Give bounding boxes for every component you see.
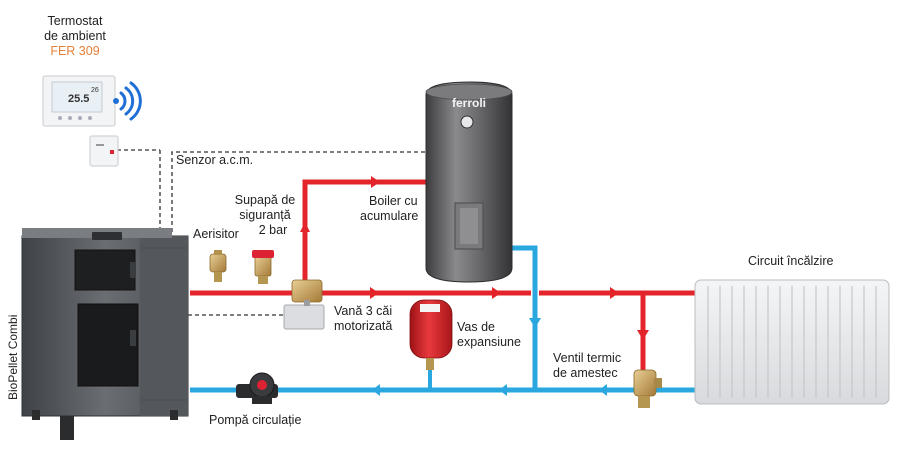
thermal-valve-label-line2: de amestec bbox=[553, 366, 618, 380]
sensor-acm-label: Senzor a.c.m. bbox=[176, 153, 254, 167]
safety-valve-label: Supapă de siguranță 2 bar bbox=[232, 193, 298, 238]
thermostat-receiver bbox=[89, 135, 119, 167]
radiator bbox=[694, 279, 890, 405]
safety-valve-label-line1: Supapă de bbox=[234, 193, 296, 207]
safety-valve-label-line3: 2 bar bbox=[258, 223, 288, 237]
boiler-label-line1: Boiler cu bbox=[369, 194, 418, 208]
thermal-valve-label-line1: Ventil termic bbox=[553, 351, 622, 365]
thermostatic-mixing-valve bbox=[633, 369, 662, 408]
expansion-vessel bbox=[409, 299, 453, 390]
thermostat-title: Termostat de ambient FER 309 bbox=[40, 14, 110, 59]
three-way-valve-label: Vană 3 căi motorizată bbox=[334, 304, 392, 334]
three-way-valve bbox=[283, 279, 325, 330]
circulation-pump bbox=[236, 372, 278, 404]
thermostat-model: FER 309 bbox=[50, 44, 100, 58]
cold-flow-arrows bbox=[372, 318, 607, 396]
boiler-label-line2: acumulare bbox=[360, 209, 419, 223]
heating-circuit-label: Circuit încălzire bbox=[748, 254, 834, 268]
thermostat-title-line2: de ambient bbox=[44, 29, 106, 43]
pump-label: Pompă circulație bbox=[209, 413, 302, 427]
three-way-valve-label-line2: motorizată bbox=[334, 319, 393, 333]
biopellet-furnace bbox=[21, 228, 189, 440]
expansion-vessel-label: Vas de expansiune bbox=[457, 320, 521, 350]
three-way-valve-label-line1: Vană 3 căi bbox=[334, 304, 393, 318]
boiler-label: Boiler cu acumulare bbox=[360, 194, 418, 224]
hot-flow-arrows bbox=[300, 176, 649, 340]
expansion-vessel-label-line2: expansiune bbox=[457, 335, 521, 349]
expansion-vessel-label-line1: Vas de bbox=[457, 320, 495, 334]
storage-boiler bbox=[425, 81, 513, 283]
air-vent-label: Aerisitor bbox=[193, 227, 239, 241]
wifi-icon bbox=[113, 81, 142, 121]
safety-valve-label-line2: siguranță bbox=[239, 208, 291, 222]
boiler-brand-logo: ferroli bbox=[452, 96, 486, 110]
thermostat-title-line1: Termostat bbox=[47, 14, 103, 28]
air-vent bbox=[209, 250, 227, 282]
room-thermostat bbox=[42, 75, 116, 127]
furnace-label: BioPellet Combi bbox=[6, 315, 20, 400]
safety-valve bbox=[252, 250, 274, 284]
thermostat-display-temp: 25.5 bbox=[68, 93, 89, 105]
sensor-acm-wire bbox=[171, 151, 426, 232]
thermostat-display-small: 26 bbox=[91, 87, 99, 94]
thermal-valve-label: Ventil termic de amestec bbox=[553, 351, 621, 381]
